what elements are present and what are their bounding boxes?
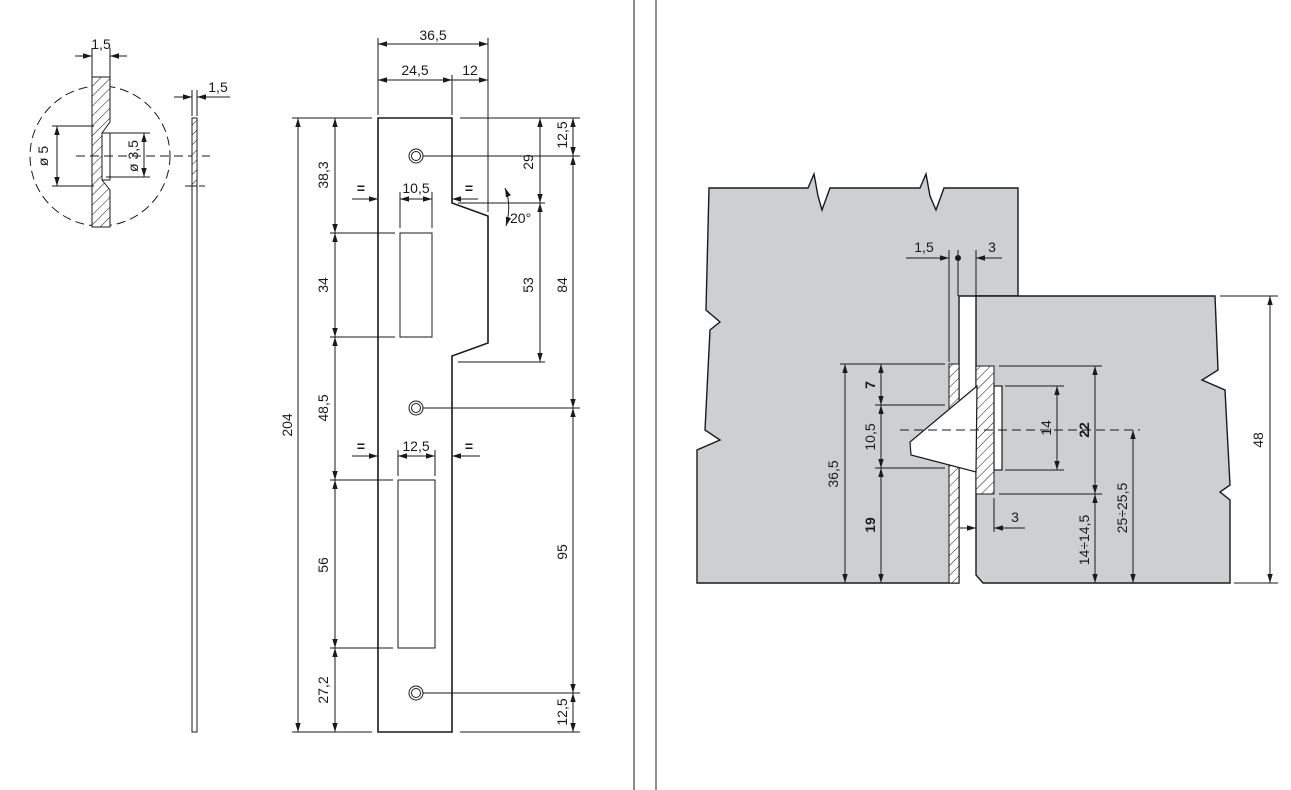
dim-thickness-side: 1,5 [208, 79, 228, 95]
lock-case [993, 385, 1003, 471]
dim-36-5: 36,5 [825, 460, 841, 487]
dim-10-5: 10,5 [862, 423, 878, 450]
dim-thickness-top: 1,5 [91, 36, 111, 52]
dim-width-main: 24,5 [401, 62, 428, 78]
equal-mark: = [357, 180, 365, 196]
plate-outline [377, 117, 489, 733]
dim-width-total: 36,5 [419, 27, 446, 43]
dim-19: 19 [862, 517, 878, 533]
latch-bolt [909, 384, 978, 473]
dim-84: 84 [554, 277, 570, 293]
dim-7: 7 [862, 381, 878, 389]
dim-48: 48 [1250, 432, 1266, 448]
dim-12-5-bottom: 12,5 [554, 698, 570, 725]
plate-side-view [191, 117, 198, 733]
dim-25-25-5: 25÷25,5 [1114, 483, 1130, 534]
equal-mark: = [465, 180, 473, 196]
dim-12-5-top: 12,5 [554, 121, 570, 148]
dim-48-5: 48,5 [315, 394, 331, 421]
dim-slot2-width: 12,5 [402, 438, 429, 454]
dim-14-14-5: 14÷14,5 [1076, 515, 1092, 566]
strike-plate: 36,5 24,5 12 204 38,3 34 48,5 56 27,2 = … [279, 27, 580, 733]
dim-depth-3: 3 [1011, 509, 1019, 525]
dim-gap-1-5: 1,5 [914, 239, 934, 255]
strike-plate-section [948, 363, 960, 584]
dim-angle: 20° [510, 210, 531, 226]
dim-slot1-width: 10,5 [402, 180, 429, 196]
dim-14: 14 [1038, 420, 1054, 436]
dim-width-tongue: 12 [462, 62, 478, 78]
latch-slot [399, 232, 433, 338]
equal-mark: = [465, 438, 473, 454]
dim-56: 56 [315, 557, 331, 573]
dim-38-3: 38,3 [315, 161, 331, 188]
section-profile [91, 76, 111, 228]
section-detail: 1,5 ø 5 ø 3,5 1,5 [29, 36, 230, 733]
dim-53: 53 [520, 277, 536, 293]
dim-dia-outer: ø 5 [35, 146, 51, 166]
dim-gap-3: 3 [988, 239, 996, 255]
door-leaf [975, 295, 1231, 584]
bolt-slot [397, 479, 436, 649]
dim-27-2: 27,2 [315, 676, 331, 703]
installation-section: 1,5 3 36,5 7 10,5 19 14 22 14÷14,5 25÷25… [696, 171, 1278, 584]
door-frame [696, 171, 1019, 584]
dim-95: 95 [554, 544, 570, 560]
dim-34: 34 [315, 277, 331, 293]
dim-22: 22 [1076, 422, 1092, 438]
dim-height-total: 204 [279, 413, 295, 437]
dim-29: 29 [520, 154, 536, 170]
equal-mark: = [357, 438, 365, 454]
